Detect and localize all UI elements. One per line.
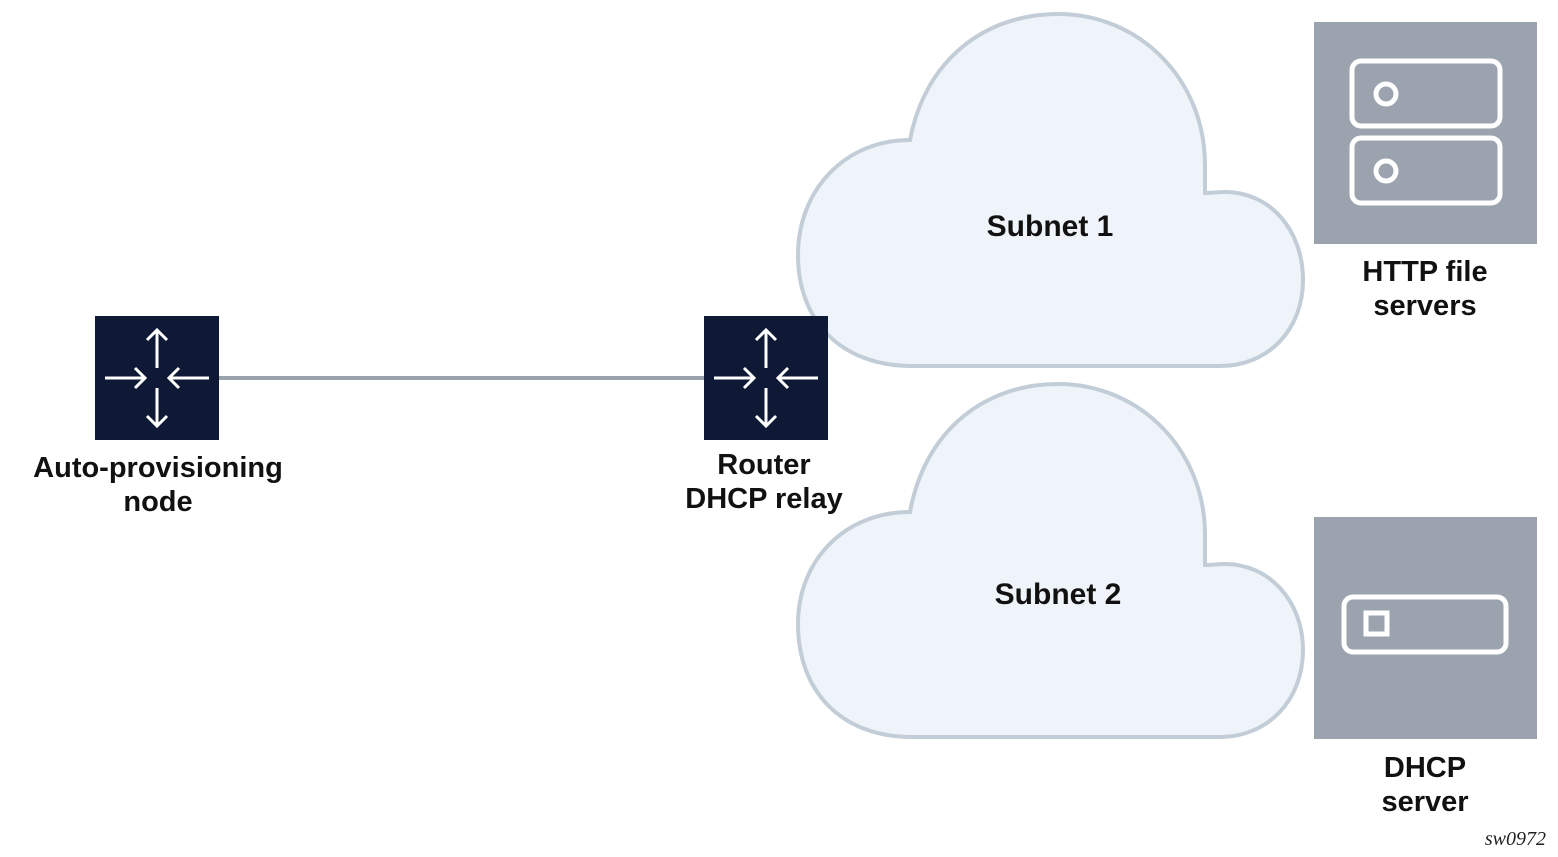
- subnet-2-label: Subnet 2: [995, 578, 1122, 611]
- dhcp-server-icon: [1314, 517, 1537, 739]
- router-icon: [704, 316, 828, 440]
- http-label-line1: HTTP file: [1362, 256, 1488, 288]
- router-label-line2: DHCP relay: [685, 483, 843, 515]
- dhcp-label-line2: server: [1381, 786, 1469, 818]
- figure-id: sw0972: [1484, 828, 1546, 850]
- subnet-1-label: Subnet 1: [987, 210, 1114, 243]
- auto-provisioning-node-icon: [95, 316, 219, 440]
- auto-node-label-line2: node: [123, 486, 193, 518]
- subnet-1-cloud: [795, 11, 1306, 368]
- auto-node-label-line1: Auto-provisioning: [33, 452, 283, 484]
- router-label: Router DHCP relay: [654, 448, 874, 516]
- router-label-line1: Router: [717, 449, 811, 481]
- http-file-servers-icon: [1314, 22, 1537, 244]
- auto-provisioning-node-label: Auto-provisioning node: [8, 451, 308, 519]
- http-label-line2: servers: [1373, 290, 1477, 322]
- dhcp-server-label: DHCP server: [1315, 751, 1535, 819]
- dhcp-label-line1: DHCP: [1383, 752, 1467, 784]
- subnet-2-cloud: [795, 381, 1306, 739]
- http-file-servers-label: HTTP file servers: [1315, 255, 1535, 323]
